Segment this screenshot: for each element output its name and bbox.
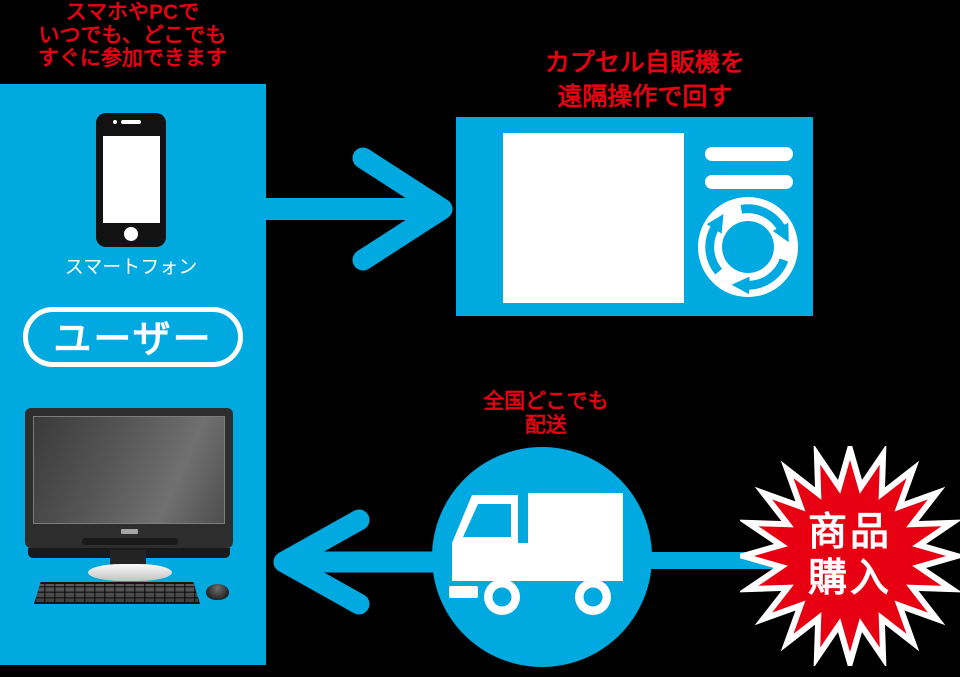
user-badge-label: ユーザー xyxy=(53,319,213,361)
caption-line: スマホやPCで xyxy=(65,1,200,24)
arrow-right-icon xyxy=(266,147,453,271)
monitor-speaker-slot xyxy=(82,538,178,545)
remote-operate-caption: カプセル自販機を 遠隔操作で回す xyxy=(470,46,820,114)
caption-line: すぐに参加できます xyxy=(38,47,227,70)
purchase-badge: 商品 購入 xyxy=(740,446,960,666)
caption-line: 配送 xyxy=(525,414,567,437)
phone-camera-dot xyxy=(113,120,117,124)
monitor-stand-base xyxy=(88,564,172,581)
monitor-logo xyxy=(121,529,138,534)
phone-speaker-bar xyxy=(121,120,141,124)
truck-body xyxy=(518,543,623,581)
phone-home-button xyxy=(124,227,138,241)
monitor-screen xyxy=(33,416,225,524)
phone-screen xyxy=(103,136,160,223)
caption-line: 全国どこでも xyxy=(483,390,609,413)
delivery-caption: 全国どこでも 配送 xyxy=(456,390,636,438)
capsule-vending-machine-icon xyxy=(456,117,813,316)
machine-window xyxy=(503,133,684,303)
monitor-stand-neck xyxy=(110,550,146,568)
purchase-badge-line: 購入 xyxy=(807,557,892,600)
keyboard-icon xyxy=(34,582,200,604)
smartphone-label: スマートフォン xyxy=(64,257,198,278)
purchase-badge-line: 商品 xyxy=(807,511,892,554)
join-anywhere-caption: スマホやPCで いつでも、どこでも すぐに参加できます xyxy=(15,1,250,70)
caption-line: いつでも、どこでも xyxy=(38,24,227,47)
rotate-dial-icon xyxy=(697,196,799,298)
delivery-truck-icon xyxy=(432,447,652,667)
mouse-icon xyxy=(206,584,229,600)
truck-bumper xyxy=(449,586,478,598)
caption-line: 遠隔操作で回す xyxy=(557,83,733,111)
user-badge: ユーザー xyxy=(23,307,243,367)
starburst-icon xyxy=(740,446,960,666)
machine-slot-bar xyxy=(705,147,793,161)
truck-window xyxy=(463,504,511,537)
machine-slot-bar xyxy=(705,175,793,189)
caption-line: カプセル自販機を xyxy=(544,49,745,77)
